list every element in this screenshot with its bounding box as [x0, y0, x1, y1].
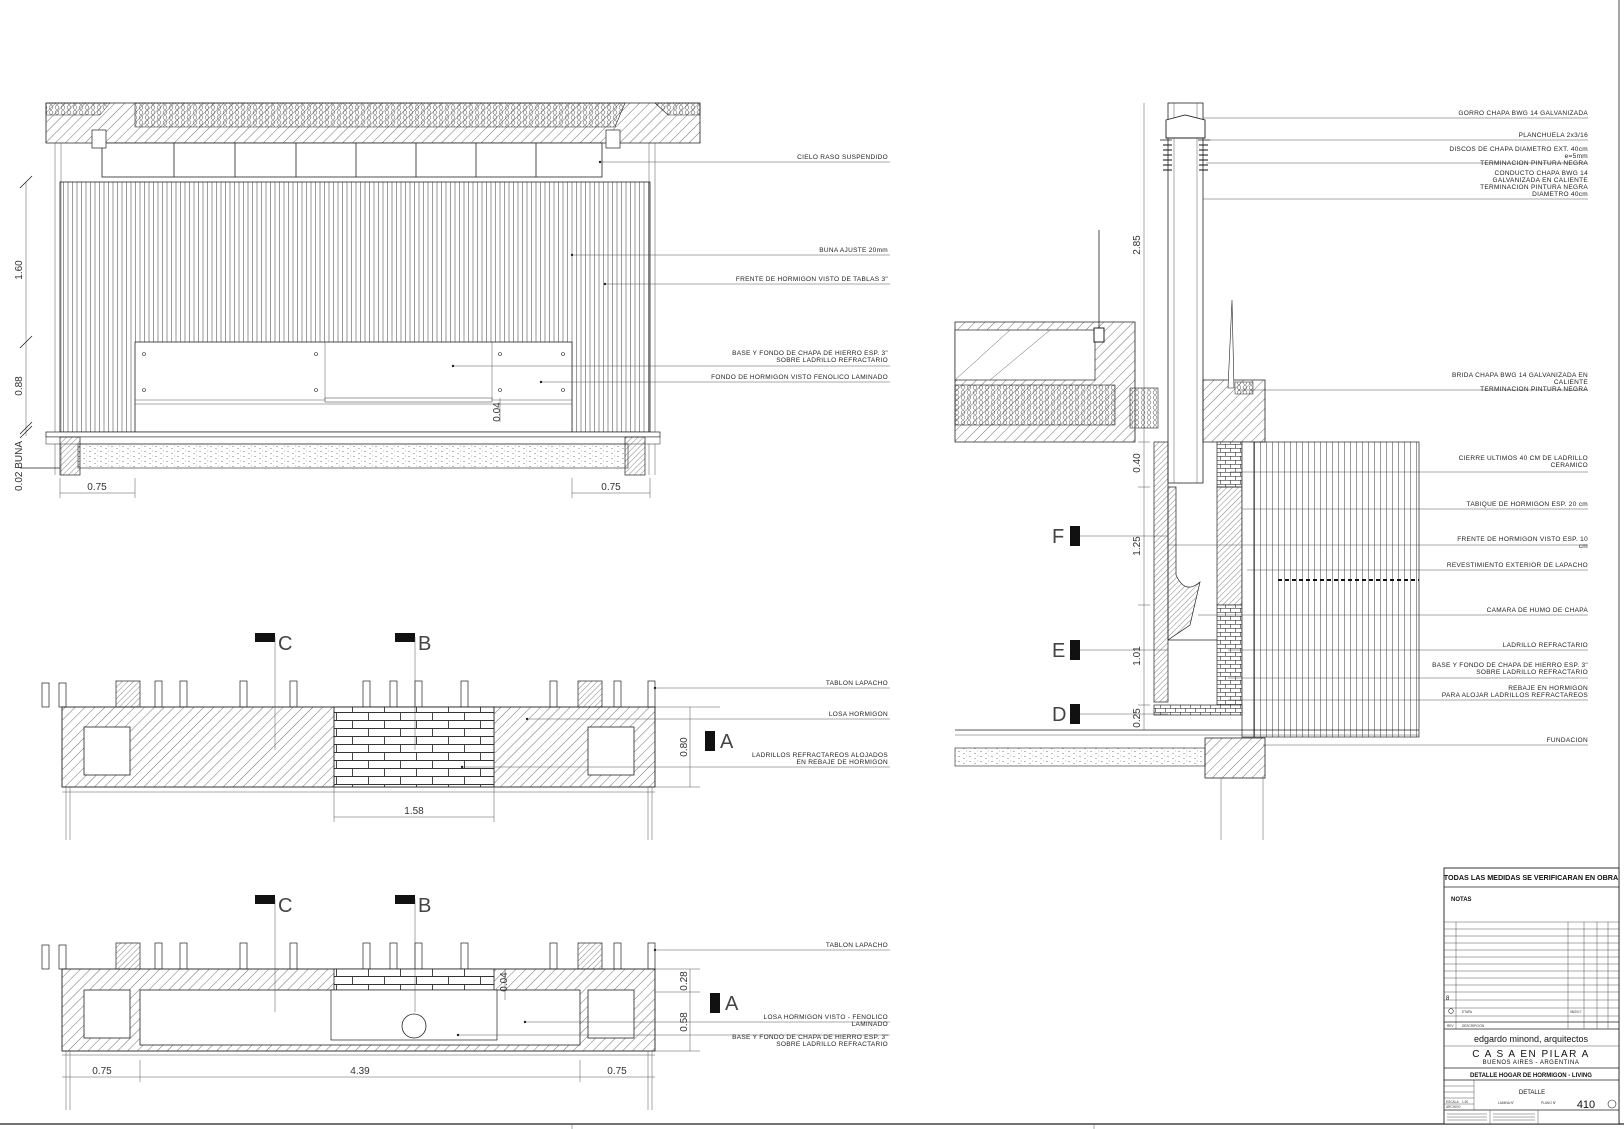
dim-0-28: 0.28: [679, 971, 690, 991]
escala-value: 1:20: [1462, 1100, 1468, 1104]
project-location: BUENOS AIRES - ARGENTINA: [1483, 1060, 1580, 1066]
revision-etapa: ETAPA: [1462, 1010, 1473, 1014]
title-block-header: TODAS LAS MEDIDAS SE VERIFICARAN EN OBRA: [1444, 873, 1618, 882]
label-base-fondo-plan2: BASE Y FONDO DE CHAPA DE HIERRO ESP. 3": [732, 1034, 888, 1041]
label-base-fondo: BASE Y FONDO DE CHAPA DE HIERRO ESP. 3": [732, 350, 888, 357]
section-mark-f: F: [1052, 526, 1064, 548]
dim-0-25: 0.25: [1132, 708, 1143, 728]
plano-label: PLANO N°: [1541, 1101, 1557, 1105]
dim-1-60: 1.60: [14, 260, 25, 280]
label-brida-chapa: BRIDA CHAPA BWG 14 GALVANIZADA EN: [1452, 372, 1588, 379]
revision-fecha: 08/2017: [1570, 1010, 1582, 1014]
fireplace-elevation: 1.60 0.88 0.02 BUNA 0.04 0.75 0.75 CIELO…: [14, 102, 890, 498]
drawing-type: DETALLE: [1519, 1090, 1545, 1096]
label-brida-chapa-2: CALIENTE: [1554, 379, 1589, 386]
drawing-title: DETALLE HOGAR DE HORMIGON - LIVING: [1470, 1073, 1592, 1079]
label-conducto-chapa-4: DIAMETRO 40cm: [1532, 191, 1588, 198]
rev-label: REV: [1447, 1024, 1454, 1028]
fireplace-section: F E D 2.85 0.40 1.25 1.01 0.25: [954, 102, 1589, 840]
section-mark-d: D: [1052, 704, 1066, 726]
label-tablon-lapacho: TABLON LAPACHO: [826, 680, 888, 687]
label-base-fondo-2: SOBRE LADRILLO REFRACTARIO: [776, 357, 888, 364]
lamina-label: LAMINA N°: [1498, 1101, 1515, 1105]
archivo-label: ARCHIVO: [1446, 1105, 1461, 1109]
section-mark-e: E: [1052, 640, 1065, 662]
title-block: TODAS LAS MEDIDAS SE VERIFICARAN EN OBRA…: [1443, 867, 1620, 1125]
label-tablon-lapacho-2: TABLON LAPACHO: [826, 942, 888, 949]
label-losa-hormigon-visto-2: LAMINADO: [852, 1021, 888, 1028]
dim-0-75-left-2: 0.75: [92, 1066, 112, 1077]
label-brida-chapa-3: TERMINACION PINTURA NEGRA: [1480, 386, 1588, 393]
dim-0-88: 0.88: [14, 376, 25, 396]
label-rebaje-hormigon-2: PARA ALOJAR LADRILLOS REFRACTAREOS: [1442, 692, 1589, 699]
descripcion-label: DESCRIPCION: [1462, 1024, 1485, 1028]
fireplace-plan-2: C B A 0.75 4.39 0.75 0.28 0.58 0.04 TABL…: [41, 895, 890, 1110]
label-ladrillos-refractarios: LADRILLOS REFRACTAREOS ALOJADOS: [752, 752, 888, 759]
label-camara-humo: CAMARA DE HUMO DE CHAPA: [1487, 607, 1589, 614]
plano-number: 410: [1577, 1099, 1595, 1111]
dim-0-04: 0.04: [492, 402, 503, 422]
label-cierre-ladrillo: CIERRE ULTIMOS 40 CM DE LADRILLO: [1459, 455, 1588, 462]
section-mark-c: C: [278, 633, 292, 655]
label-base-fondo-section-2: SOBRE LADRILLO REFRACTARIO: [1476, 669, 1588, 676]
dim-0-75-left: 0.75: [87, 482, 107, 493]
label-conducto-chapa: CONDUCTO CHAPA BWG 14: [1495, 170, 1589, 177]
label-losa-hormigon: LOSA HORMIGON: [829, 711, 888, 718]
dim-0-40: 0.40: [1132, 453, 1143, 473]
label-base-fondo-section: BASE Y FONDO DE CHAPA DE HIERRO ESP. 3": [1432, 662, 1588, 669]
label-revestimiento-lapacho: REVESTIMIENTO EXTERIOR DE LAPACHO: [1447, 562, 1588, 569]
section-mark-a-2: A: [725, 993, 739, 1015]
label-rebaje-hormigon: REBAJE EN HORMIGON: [1508, 685, 1588, 692]
label-discos-chapa-2: e=5mm: [1565, 153, 1588, 160]
escala-label: ESCALA: [1446, 1100, 1459, 1104]
dim-0-75-right-2: 0.75: [607, 1066, 627, 1077]
label-discos-chapa: DISCOS DE CHAPA DIAMETRO EXT. 40cm: [1449, 146, 1588, 153]
label-conducto-chapa-3: TERMINACION PINTURA NEGRA: [1480, 184, 1588, 191]
firm-name: edgardo minond, arquitectos: [1474, 1034, 1589, 1044]
label-ladrillos-refractarios-2: EN REBAJE DE HORMIGON: [796, 759, 888, 766]
dim-0-75-right: 0.75: [601, 482, 621, 493]
label-losa-hormigon-visto: LOSA HORMIGON VISTO - FENOLICO: [764, 1014, 888, 1021]
section-mark-b-2: B: [418, 895, 431, 917]
project-name: C A S A EN PILAR A: [1472, 1049, 1590, 1060]
dim-4-39: 4.39: [350, 1066, 370, 1077]
label-gorro-chapa: GORRO CHAPA BWG 14 GALVANIZADA: [1458, 110, 1588, 117]
dim-0-04-2: 0.04: [499, 972, 510, 992]
fireplace-plan-1: C B A 1.58 0.80 TABLON LAPACHO LOSA HORM…: [41, 633, 890, 840]
dim-2-85: 2.85: [1132, 235, 1143, 255]
label-buna-ajuste: BUNA AJUSTE 20mm: [819, 247, 888, 254]
section-mark-c-2: C: [278, 895, 292, 917]
label-fundacion: FUNDACION: [1547, 737, 1588, 744]
revision-row-number: 8: [1446, 996, 1450, 1002]
dim-1-01: 1.01: [1132, 646, 1143, 666]
dim-1-25: 1.25: [1132, 536, 1143, 556]
label-tabique-hormigon: TABIQUE DE HORMIGON ESP. 20 cm: [1467, 501, 1588, 508]
dim-0-02-buna: 0.02 BUNA: [14, 441, 25, 491]
label-conducto-chapa-2: GALVANIZADA EN CALIENTE: [1492, 177, 1588, 184]
label-ladrillo-refractario: LADRILLO REFRACTARIO: [1503, 642, 1588, 649]
label-frente-hormigon-visto-2: cm: [1579, 543, 1588, 550]
label-base-fondo-plan2-2: SOBRE LADRILLO REFRACTARIO: [776, 1041, 888, 1048]
label-planchuela: PLANCHUELA 2x3/16: [1519, 132, 1588, 139]
label-frente-hormigon: FRENTE DE HORMIGON VISTO DE TABLAS 3": [736, 276, 888, 283]
label-cierre-ladrillo-2: CERAMICO: [1551, 462, 1588, 469]
section-mark-b: B: [418, 633, 431, 655]
label-cielo-raso: CIELO RASO SUSPENDIDO: [797, 154, 888, 161]
dim-0-80: 0.80: [679, 737, 690, 757]
label-frente-hormigon-visto: FRENTE DE HORMIGON VISTO ESP. 10: [1457, 536, 1588, 543]
label-discos-chapa-3: TERMINACION PINTURA NEGRA: [1480, 160, 1588, 167]
title-block-notas: NOTAS: [1451, 897, 1472, 903]
label-fondo-hormigon: FONDO DE HORMIGON VISTO FENOLICO LAMINAD…: [711, 374, 888, 381]
dim-1-58: 1.58: [404, 806, 424, 817]
section-mark-a: A: [720, 731, 734, 753]
